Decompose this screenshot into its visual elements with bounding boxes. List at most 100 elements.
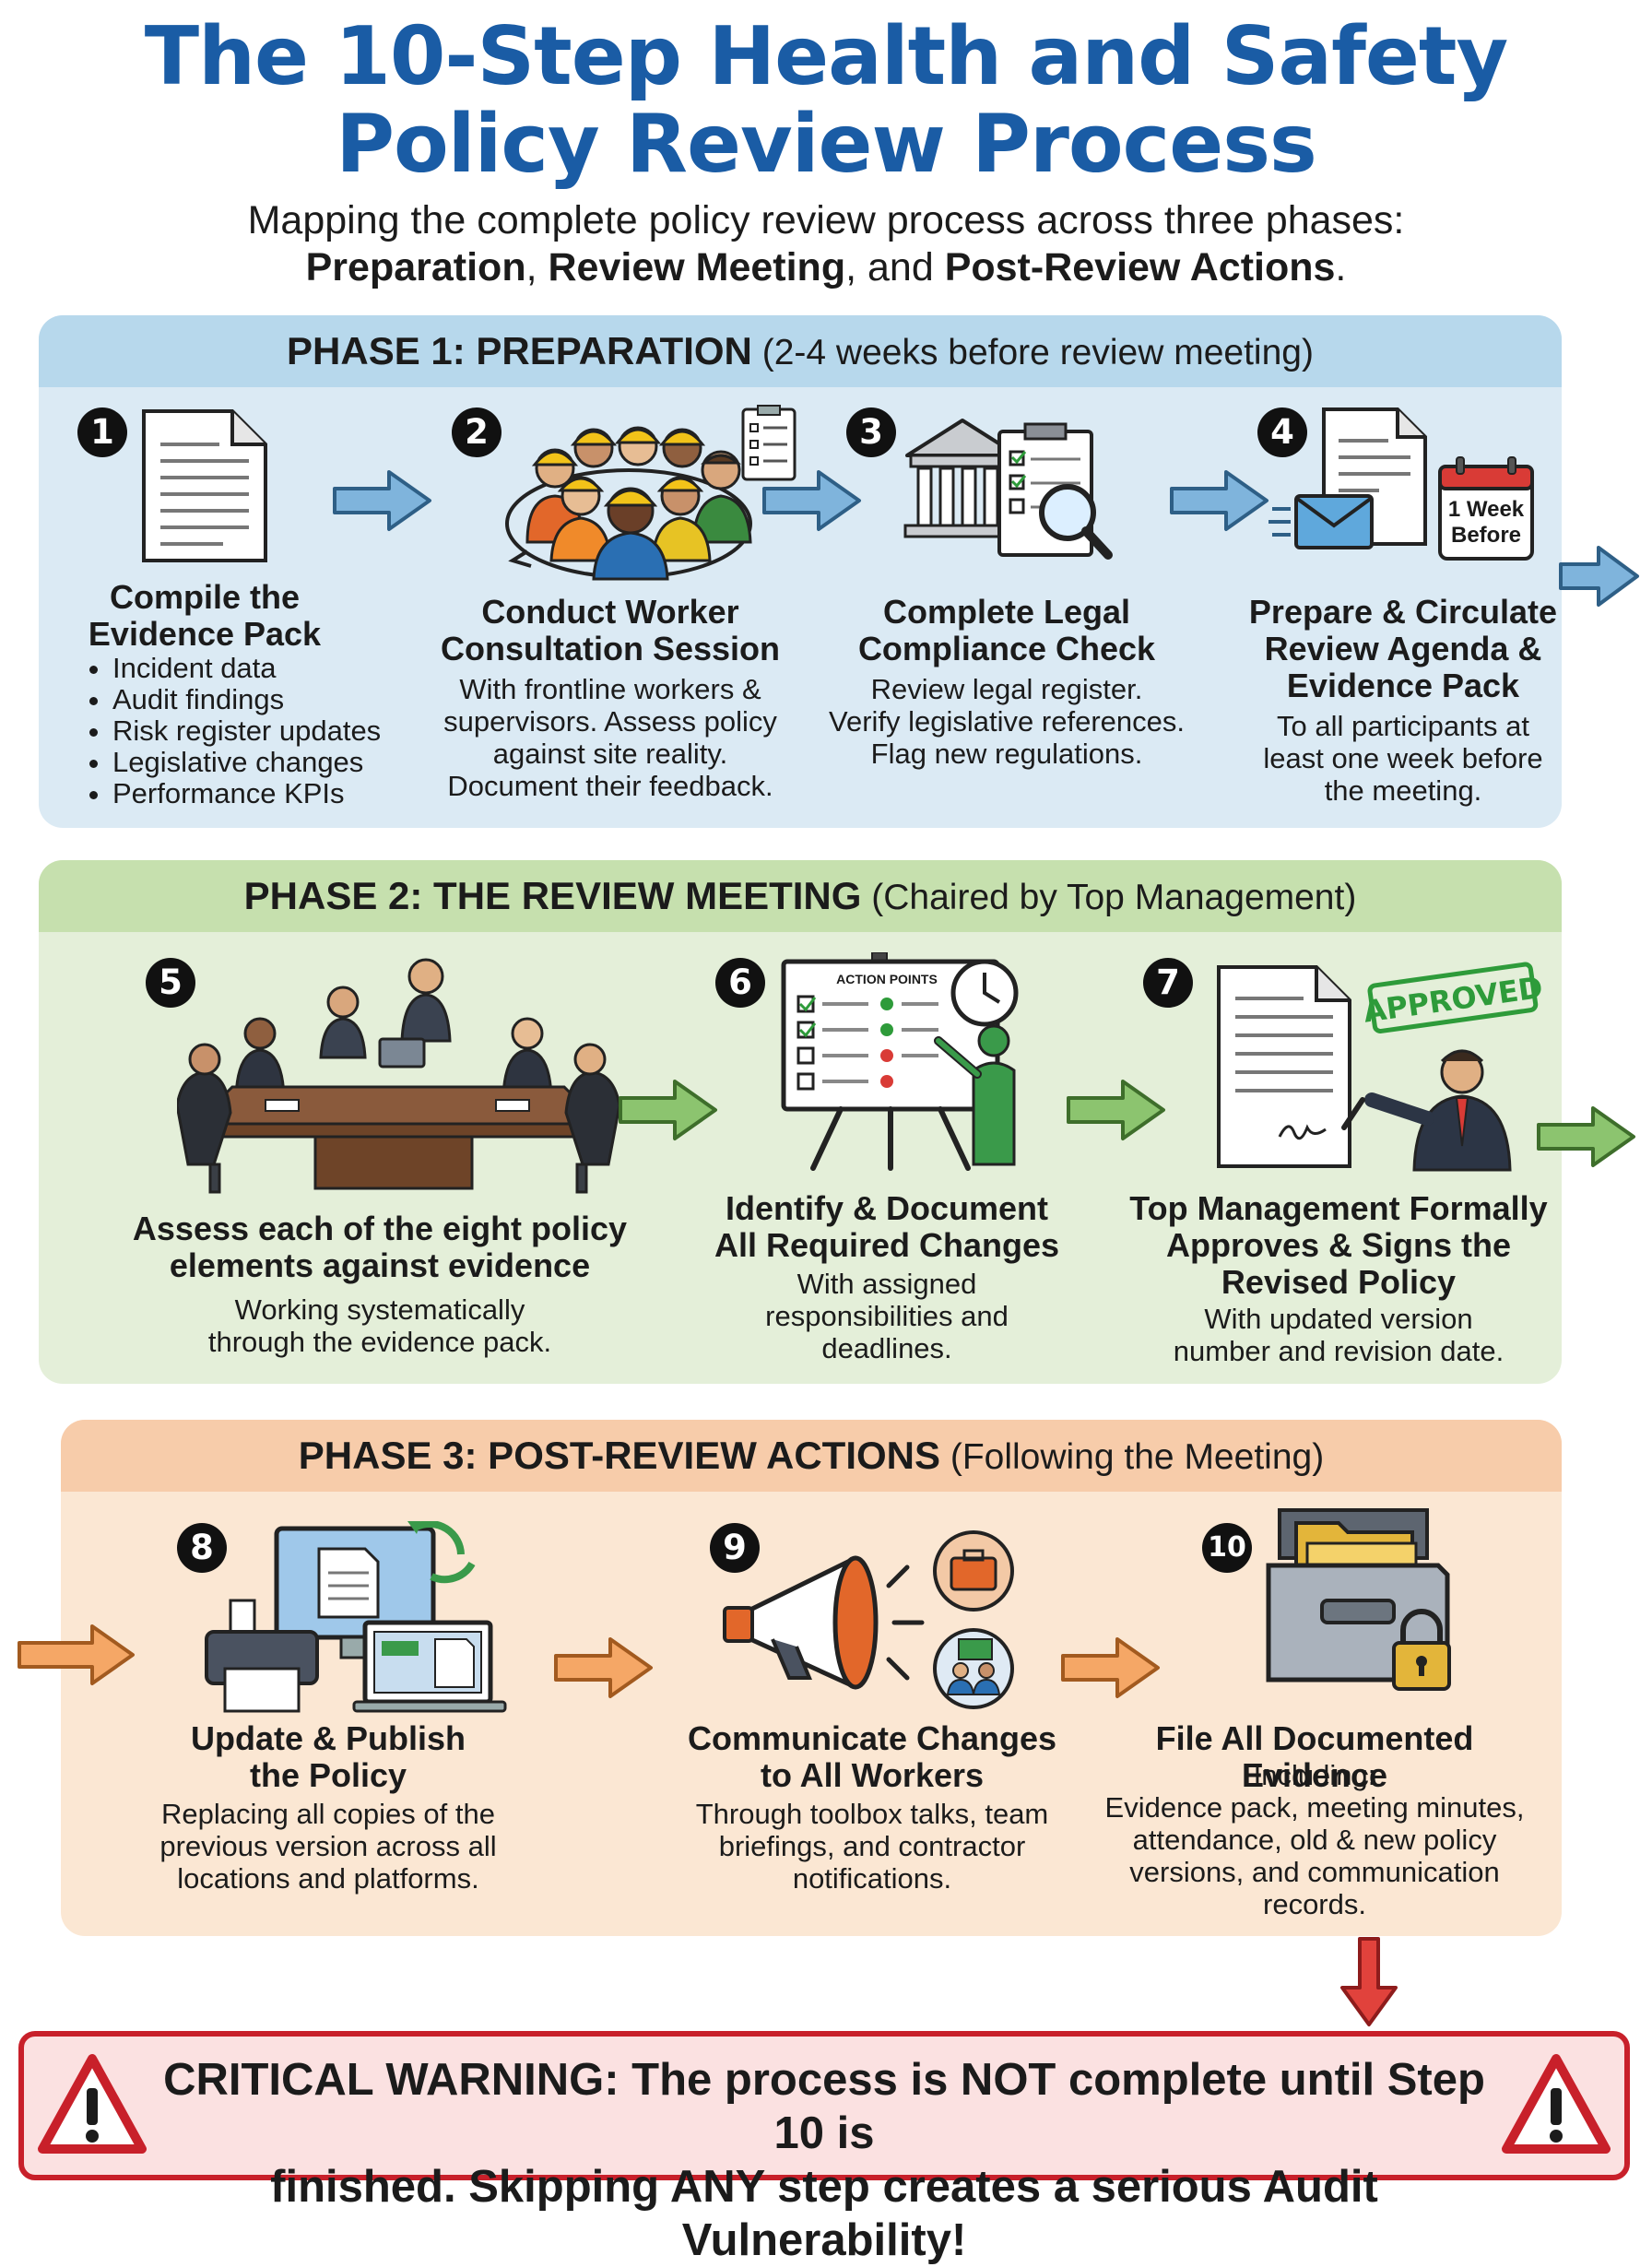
subtitle-phase1: Preparation bbox=[305, 245, 526, 289]
step-6-desc-line: deadlines. bbox=[821, 1332, 952, 1364]
arrow-right-icon bbox=[18, 1624, 135, 1685]
step-5-description: Working systematically through the evide… bbox=[94, 1293, 666, 1358]
step-3-description: Review legal register. Verify legislativ… bbox=[822, 673, 1191, 770]
step-5-title: Assess each of the eight policy elements… bbox=[94, 1210, 666, 1284]
step-8-desc-line: locations and platforms. bbox=[177, 1862, 479, 1895]
phase-1-title: PHASE 1: PREPARATION bbox=[287, 329, 752, 372]
step-6-title-line-1: Identify & Document bbox=[725, 1189, 1048, 1227]
warning-text: CRITICAL WARNING: The process is NOT com… bbox=[162, 2053, 1486, 2267]
board-label: ACTION POINTS bbox=[836, 972, 938, 986]
phase-3-title: PHASE 3: POST-REVIEW ACTIONS bbox=[298, 1434, 940, 1477]
phase-2-title: PHASE 2: THE REVIEW MEETING bbox=[243, 874, 862, 917]
step-10-desc-line: Evidence pack, meeting minutes, bbox=[1104, 1791, 1525, 1824]
subtitle-line-1: Mapping the complete policy review proce… bbox=[247, 198, 1405, 242]
warning-icon bbox=[38, 2054, 147, 2154]
step-4-title-line-1: Prepare & Circulate bbox=[1248, 593, 1558, 631]
step-6-desc-line: responsibilities and bbox=[765, 1300, 1009, 1332]
legal-building-icon bbox=[903, 419, 1113, 560]
phase-1-subtitle: (2-4 weeks before review meeting) bbox=[751, 333, 1314, 372]
arrow-right-icon bbox=[1559, 546, 1639, 607]
step-8-description: Replacing all copies of the previous ver… bbox=[153, 1798, 503, 1895]
step-8-desc-line: Replacing all copies of the bbox=[161, 1798, 495, 1830]
step-2-description: With frontline workers & supervisors. As… bbox=[435, 673, 785, 802]
step-6-title: Identify & Document All Required Changes bbox=[684, 1190, 1090, 1264]
step-5-desc-line: through the evidence pack. bbox=[207, 1326, 552, 1358]
step-7-title-line-3: Revised Policy bbox=[1221, 1263, 1457, 1301]
arrow-right-icon bbox=[619, 1080, 717, 1140]
step-1-title-line-2: Evidence Pack bbox=[88, 615, 322, 653]
step-10-description: Including: Evidence pack, meeting minute… bbox=[1084, 1759, 1545, 1920]
step-10-desc-line: attendance, old & new policy bbox=[1132, 1824, 1497, 1856]
step-8-badge: 8 bbox=[177, 1523, 227, 1573]
step-2-desc-line: With frontline workers & bbox=[459, 673, 761, 705]
step-7-title-line-2: Approves & Signs the bbox=[1165, 1226, 1512, 1264]
calendar-label-1: 1 Week bbox=[1448, 497, 1525, 522]
step-7-description: With updated version number and revision… bbox=[1108, 1303, 1569, 1367]
step-9-title-line-1: Communicate Changes bbox=[687, 1719, 1057, 1757]
agenda-circulate-icon: 1 Week Before bbox=[1268, 407, 1534, 561]
step-6-description: With assigned responsibilities and deadl… bbox=[684, 1268, 1090, 1364]
step-10-desc-line: versions, and communication records. bbox=[1129, 1856, 1500, 1920]
warning-line-1: CRITICAL WARNING: The process is NOT com… bbox=[163, 2055, 1485, 2158]
step-3-title-line-1: Complete Legal bbox=[882, 593, 1131, 631]
step-9-desc-line: Through toolbox talks, team bbox=[695, 1798, 1049, 1830]
document-icon bbox=[142, 409, 267, 562]
step-2-title-line-2: Consultation Session bbox=[440, 630, 781, 667]
warning-line-2: finished. Skipping ANY step creates a se… bbox=[270, 2162, 1378, 2265]
step-8-title-line-2: the Policy bbox=[249, 1756, 407, 1794]
arrow-right-icon bbox=[554, 1637, 653, 1698]
secure-filing-icon bbox=[1266, 1508, 1451, 1691]
title-line-2: Policy Review Process bbox=[336, 97, 1317, 191]
step-4-desc-line: the meeting. bbox=[1324, 774, 1482, 807]
step-2-title-line-1: Conduct Worker bbox=[481, 593, 739, 631]
step-4-badge: 4 bbox=[1257, 407, 1307, 457]
step-5-title-line-1: Assess each of the eight policy bbox=[132, 1210, 628, 1247]
step-4-description: To all participants at least one week be… bbox=[1228, 710, 1578, 807]
step-9-desc-line: briefings, and contractor bbox=[718, 1830, 1026, 1862]
arrow-down-icon bbox=[1340, 1937, 1398, 2026]
step-10-desc-line: Including: bbox=[1253, 1759, 1376, 1791]
step-7-desc-line: With updated version bbox=[1204, 1303, 1473, 1335]
step-1-title: Compile the Evidence Pack bbox=[76, 579, 334, 653]
step-6-title-line-2: All Required Changes bbox=[714, 1226, 1060, 1264]
step-2-badge: 2 bbox=[452, 407, 502, 457]
action-board-icon: ACTION POINTS bbox=[781, 952, 1019, 1171]
step-6-badge: 6 bbox=[715, 958, 765, 1008]
arrow-right-icon bbox=[1537, 1106, 1635, 1167]
step-9-title: Communicate Changes to All Workers bbox=[660, 1720, 1084, 1794]
step-7-badge: 7 bbox=[1143, 958, 1193, 1008]
page-subtitle: Mapping the complete policy review proce… bbox=[0, 197, 1652, 291]
phase-3-header: PHASE 3: POST-REVIEW ACTIONS (Following … bbox=[61, 1420, 1562, 1492]
step-1-bullets: Incident data Audit findings Risk regist… bbox=[81, 653, 389, 809]
step-2-desc-line: supervisors. Assess policy bbox=[443, 705, 777, 738]
phase-2-subtitle: (Chaired by Top Management) bbox=[861, 878, 1357, 917]
arrow-right-icon bbox=[1067, 1080, 1165, 1140]
phase-2-header: PHASE 2: THE REVIEW MEETING (Chaired by … bbox=[39, 860, 1562, 932]
warning-icon bbox=[1502, 2054, 1611, 2154]
step-3-desc-line: Flag new regulations. bbox=[870, 738, 1143, 770]
subtitle-phase3: Post-Review Actions bbox=[944, 245, 1336, 289]
step-1-bullet: Performance KPIs bbox=[112, 778, 389, 809]
subtitle-line-2: Preparation, Review Meeting, and Post-Re… bbox=[0, 244, 1652, 291]
arrow-right-icon bbox=[333, 470, 431, 531]
calendar-label-2: Before bbox=[1451, 523, 1521, 548]
step-4-title-line-2: Review Agenda & bbox=[1264, 630, 1542, 667]
step-4-title-line-3: Evidence Pack bbox=[1286, 667, 1520, 704]
signed-approval-icon: APPROVED bbox=[1217, 962, 1545, 1172]
step-3-badge: 3 bbox=[846, 407, 896, 457]
step-1-bullet: Legislative changes bbox=[112, 747, 389, 778]
step-1-badge: 1 bbox=[77, 407, 127, 457]
step-8-title: Update & Publish the Policy bbox=[153, 1720, 503, 1794]
step-4-title: Prepare & Circulate Review Agenda & Evid… bbox=[1228, 594, 1578, 704]
step-7-desc-line: number and revision date. bbox=[1173, 1335, 1504, 1367]
step-10-title-line-1: File All Documented Evidence bbox=[1155, 1719, 1474, 1794]
step-9-description: Through toolbox talks, team briefings, a… bbox=[660, 1798, 1084, 1895]
step-7-title: Top Management Formally Approves & Signs… bbox=[1108, 1190, 1569, 1301]
step-6-desc-line: With assigned bbox=[796, 1268, 977, 1300]
step-4-desc-line: least one week before bbox=[1263, 742, 1543, 774]
subtitle-phase2: Review Meeting bbox=[548, 245, 846, 289]
page-title: The 10-Step Health and Safety Policy Rev… bbox=[0, 13, 1652, 188]
step-1-bullet: Risk register updates bbox=[112, 715, 389, 747]
step-7-title-line-1: Top Management Formally bbox=[1129, 1189, 1548, 1227]
phase-1-header: PHASE 1: PREPARATION (2-4 weeks before r… bbox=[39, 315, 1562, 387]
